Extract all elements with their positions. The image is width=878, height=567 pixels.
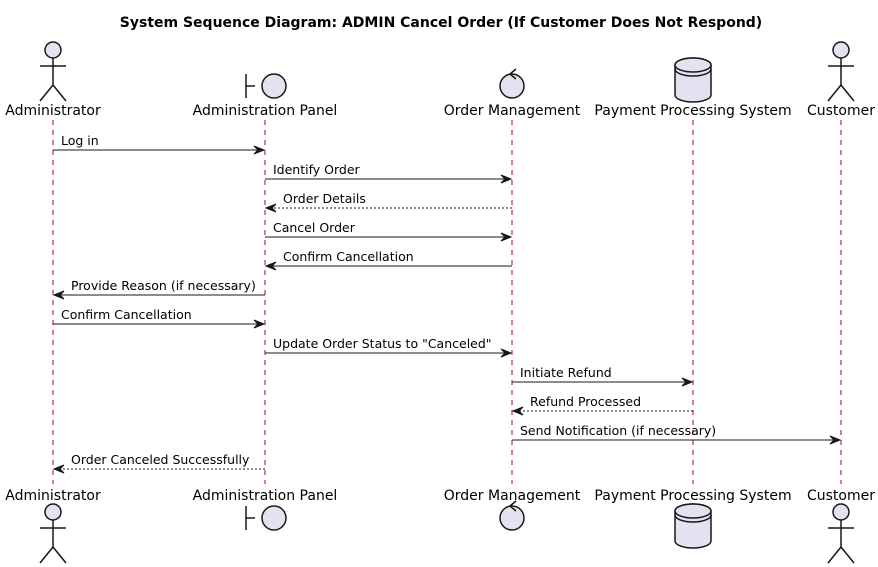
message: Order Canceled Successfully: [52, 452, 265, 474]
arrowhead-icon: [52, 464, 65, 474]
arrowhead-icon: [264, 261, 277, 271]
message-label: Confirm Cancellation: [283, 249, 414, 264]
message: Refund Processed: [511, 394, 693, 416]
participant-label-admin-top: Administrator: [5, 103, 101, 119]
actor-icon: [39, 41, 67, 102]
message-label: Confirm Cancellation: [61, 307, 192, 322]
message-label: Initiate Refund: [520, 365, 612, 380]
arrowhead-icon: [500, 348, 513, 358]
message: Log in: [53, 133, 266, 155]
database-icon: [674, 57, 712, 103]
message-label: Send Notification (if necessary): [520, 423, 716, 438]
message: Identify Order: [265, 162, 513, 184]
boundary-icon: [245, 73, 287, 99]
participant-label-orders-top: Order Management: [444, 103, 581, 119]
message-label: Order Canceled Successfully: [71, 452, 250, 467]
message-label: Identify Order: [273, 162, 361, 177]
arrowhead-icon: [500, 174, 513, 184]
message: Send Notification (if necessary): [512, 423, 842, 445]
participant-label-payments-bottom: Payment Processing System: [594, 488, 791, 504]
message: Confirm Cancellation: [53, 307, 266, 329]
message: Confirm Cancellation: [264, 249, 512, 271]
participant-label-panel-bottom: Administration Panel: [193, 488, 338, 504]
message-label: Log in: [61, 133, 99, 148]
actor-icon: [39, 503, 67, 564]
diagram-title: System Sequence Diagram: ADMIN Cancel Or…: [120, 15, 762, 31]
participant-label-customer-bottom: Customer: [807, 488, 875, 504]
message-label: Refund Processed: [530, 394, 641, 409]
control-icon: [499, 500, 525, 531]
message-label: Order Details: [283, 191, 366, 206]
participant-label-admin-bottom: Administrator: [5, 488, 101, 504]
message: Initiate Refund: [512, 365, 694, 387]
message-label: Update Order Status to "Canceled": [273, 336, 492, 351]
message: Update Order Status to "Canceled": [265, 336, 513, 358]
message: Order Details: [264, 191, 512, 213]
actor-icon: [827, 41, 855, 102]
participants: AdministratorAdministratorAdministration…: [5, 41, 875, 564]
control-icon: [499, 68, 525, 99]
message: Provide Reason (if necessary): [52, 278, 265, 300]
participant-label-orders-bottom: Order Management: [444, 488, 581, 504]
arrowhead-icon: [52, 290, 65, 300]
arrowhead-icon: [264, 203, 277, 213]
actor-icon: [827, 503, 855, 564]
arrowhead-icon: [500, 232, 513, 242]
arrowhead-icon: [253, 145, 266, 155]
participant-label-panel-top: Administration Panel: [193, 103, 338, 119]
arrowhead-icon: [511, 406, 524, 416]
arrowhead-icon: [681, 377, 694, 387]
message: Cancel Order: [265, 220, 513, 242]
participant-label-customer-top: Customer: [807, 103, 875, 119]
participant-label-payments-top: Payment Processing System: [594, 103, 791, 119]
message-label: Provide Reason (if necessary): [71, 278, 256, 293]
arrowhead-icon: [253, 319, 266, 329]
boundary-icon: [245, 505, 287, 531]
database-icon: [674, 503, 712, 549]
arrowhead-icon: [829, 435, 842, 445]
message-label: Cancel Order: [273, 220, 356, 235]
